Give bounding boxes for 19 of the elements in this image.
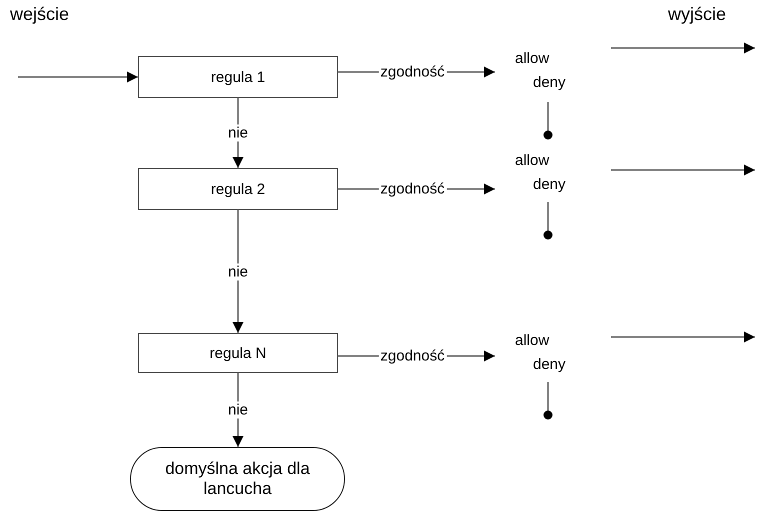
edge-label: zgodność	[378, 180, 447, 198]
flow-label: wejście	[10, 4, 70, 25]
terminal-shape: domyślna akcja dla lancucha	[130, 447, 345, 511]
switch-option: deny	[533, 356, 566, 373]
switch-option: deny	[533, 176, 566, 193]
edge-label: zgodność	[378, 348, 447, 364]
arrow	[610, 332, 756, 342]
flow-label: wyjście	[668, 4, 726, 25]
edge-label: zgodność	[378, 64, 447, 80]
switch-option: allow	[515, 332, 550, 349]
arrow	[18, 72, 138, 82]
switch-option: deny	[533, 74, 566, 91]
switch-option: allow	[515, 152, 550, 169]
process-box: regula N	[138, 333, 338, 373]
arrow	[610, 42, 756, 54]
arrow	[610, 164, 756, 176]
process-box: regula 1	[138, 56, 338, 98]
process-box: regula 2	[138, 168, 338, 210]
switch-option: allow	[515, 50, 550, 67]
